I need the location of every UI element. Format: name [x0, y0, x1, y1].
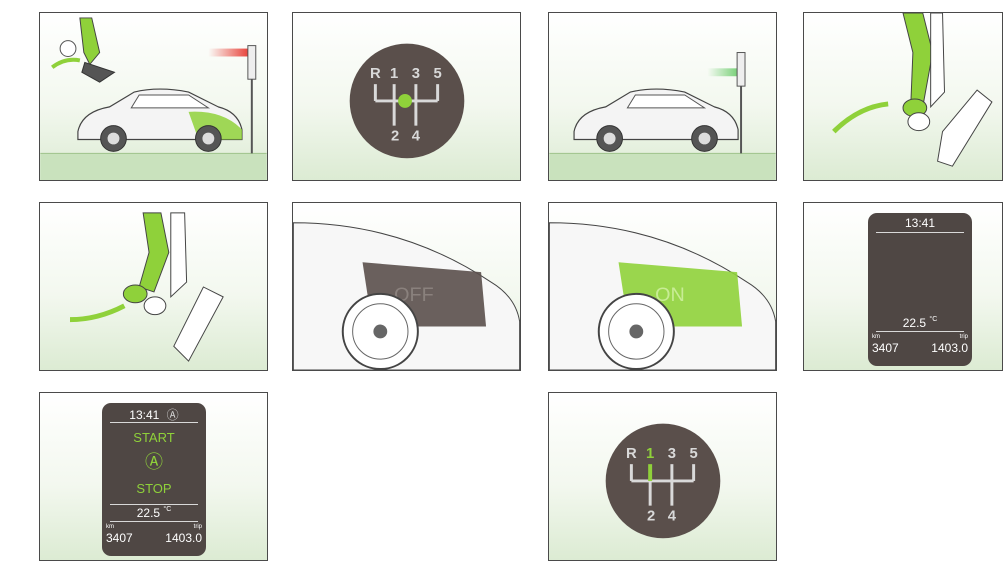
panel-engine-on: ON	[548, 202, 777, 371]
gear-knob-first: R 1 3 5 2 4	[549, 393, 776, 560]
display-time: 13:41	[868, 216, 972, 230]
display-time: 13:41	[129, 408, 159, 422]
gear-label-3: 3	[412, 66, 420, 82]
instrument-display-startstop: 13:41 Ⓐ START Ⓐ STOP 22.5 °C km trip 340…	[102, 403, 206, 556]
panel-car-green-light	[548, 12, 777, 181]
gear-label-5: 5	[434, 66, 442, 82]
auto-indicator-icon: Ⓐ	[167, 408, 179, 422]
km-label: km	[872, 334, 880, 340]
gear-indicator-dot	[398, 94, 412, 108]
panel-engine-off: OFF	[292, 202, 521, 371]
trip-label: trip	[960, 334, 968, 340]
start-stop-symbol-icon: Ⓐ	[102, 448, 206, 474]
km-value: 3407	[106, 531, 133, 545]
car-green-light-illustration	[549, 13, 776, 180]
instrument-display-basic: 13:41 22.5 °C km trip 3407 1403.0	[868, 213, 972, 366]
engine-on-illustration: ON	[549, 203, 776, 370]
green-light-beam	[707, 68, 737, 76]
gear-label-5: 5	[690, 446, 698, 462]
km-value: 3407	[872, 341, 899, 355]
trip-value: 1403.0	[165, 531, 202, 545]
panel-display-startstop: 13:41 Ⓐ START Ⓐ STOP 22.5 °C km trip 340…	[39, 392, 268, 561]
panel-display-basic: 13:41 22.5 °C km trip 3407 1403.0	[803, 202, 1003, 371]
clutch-press-illustration	[804, 13, 1002, 180]
trip-value: 1403.0	[931, 341, 968, 355]
display-temperature: 22.5 °C	[102, 506, 206, 520]
gear-label-r: R	[370, 66, 381, 82]
gear-label-1-active: 1	[646, 446, 654, 462]
stop-label: STOP	[102, 481, 206, 496]
gear-label-1: 1	[390, 66, 398, 82]
gear-label-4: 4	[668, 508, 677, 524]
gear-knob-neutral: R 1 3 5 2 4	[293, 13, 520, 180]
temperature-value: 22.5	[137, 506, 160, 520]
gear-label-2: 2	[647, 508, 655, 524]
gear-label-3: 3	[668, 446, 676, 462]
panel-clutch-release	[39, 202, 268, 371]
start-label: START	[102, 430, 206, 445]
trip-label: trip	[194, 524, 202, 530]
temperature-value: 22.5	[903, 316, 926, 330]
panel-gear-neutral: R 1 3 5 2 4	[292, 12, 521, 181]
panel-clutch-press	[803, 12, 1003, 181]
gear-label-2: 2	[391, 128, 399, 144]
gear-label-4: 4	[412, 128, 421, 144]
clutch-release-illustration	[40, 203, 267, 370]
temperature-unit: °C	[929, 316, 937, 323]
display-time-row: 13:41 Ⓐ	[102, 406, 206, 423]
panel-car-red-light	[39, 12, 268, 181]
red-light-beam	[208, 49, 248, 57]
display-temperature: 22.5 °C	[868, 316, 972, 330]
car-red-light-illustration	[40, 13, 267, 180]
panel-gear-first: R 1 3 5 2 4	[548, 392, 777, 561]
gear-label-r: R	[626, 446, 637, 462]
km-label: km	[106, 524, 114, 530]
engine-off-illustration: OFF	[293, 203, 520, 370]
temperature-unit: °C	[163, 506, 171, 513]
